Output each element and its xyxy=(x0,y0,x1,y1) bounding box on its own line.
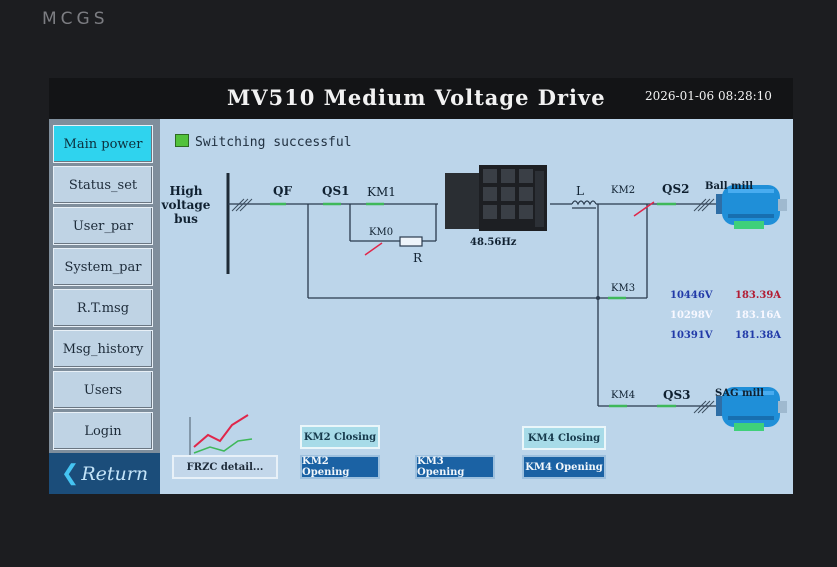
voltage-phase-3: 10391V xyxy=(670,330,713,341)
return-button[interactable]: ❮ Return xyxy=(49,453,160,494)
bezel-brand: MCGS xyxy=(42,9,109,29)
title-bar: MV510 Medium Voltage Drive 2026-01-06 08… xyxy=(49,78,793,119)
km4-label: KM4 xyxy=(611,390,636,401)
nav-users[interactable]: Users xyxy=(53,371,153,409)
bus-label-line-3: bus xyxy=(174,212,198,226)
datetime-display: 2026-01-06 08:28:10 xyxy=(645,89,772,103)
ball-mill-label: Ball mill xyxy=(705,181,753,192)
nav-user-par[interactable]: User_par xyxy=(53,207,153,245)
status-text: Switching successful xyxy=(195,135,352,150)
frzc-detail-button[interactable]: FRZC detail... xyxy=(172,455,278,479)
return-label: Return xyxy=(81,462,149,485)
km3-label: KM3 xyxy=(611,283,636,294)
status-message: Switching successful xyxy=(175,134,352,150)
km1-label: KM1 xyxy=(367,185,396,199)
km2-label: KM2 xyxy=(611,185,636,196)
reactor-label: L xyxy=(576,184,584,198)
qs2-label: QS2 xyxy=(662,182,690,196)
bus-label-line-1: High xyxy=(169,184,203,198)
km2-opening-button[interactable]: KM2 Opening xyxy=(300,455,380,479)
sag-mill-motor-icon xyxy=(716,387,787,431)
nav-rt-msg[interactable]: R.T.msg xyxy=(53,289,153,327)
current-phase-3: 181.38A xyxy=(735,330,782,341)
current-phase-2: 183.16A xyxy=(735,310,782,321)
current-phase-1: 183.39A xyxy=(735,290,782,301)
resistor-label: R xyxy=(413,251,423,265)
qs3-label: QS3 xyxy=(663,388,691,402)
chart-icon xyxy=(189,414,254,457)
voltage-phase-2: 10298V xyxy=(670,310,713,321)
inverter-cabinet-icon xyxy=(445,165,547,231)
km3-opening-button[interactable]: KM3 Opening xyxy=(415,455,495,479)
hmi-screen: MV510 Medium Voltage Drive 2026-01-06 08… xyxy=(49,78,793,494)
return-arrow-icon: ❮ xyxy=(60,461,80,486)
nav-msg-history[interactable]: Msg_history xyxy=(53,330,153,368)
sag-mill-label: SAG mill xyxy=(715,388,764,399)
nav-main-power[interactable]: Main power xyxy=(53,125,153,163)
voltage-phase-1: 10446V xyxy=(670,290,713,301)
ball-mill-motor-icon xyxy=(716,185,787,229)
frequency-readout: 48.56Hz xyxy=(470,237,517,248)
status-led-icon xyxy=(175,134,189,147)
nav-status-set[interactable]: Status_set xyxy=(53,166,153,204)
bus-label: High voltage bus xyxy=(161,184,211,226)
sidebar: Main power Status_set User_par System_pa… xyxy=(49,119,160,494)
km2-closing-button[interactable]: KM2 Closing xyxy=(300,425,380,449)
single-line-diagram xyxy=(189,165,787,457)
nav-system-par[interactable]: System_par xyxy=(53,248,153,286)
page-title: MV510 Medium Voltage Drive xyxy=(227,85,606,110)
bus-label-line-2: voltage xyxy=(161,198,211,212)
qs1-label: QS1 xyxy=(322,184,350,198)
reactor-icon xyxy=(571,200,597,209)
nav-login[interactable]: Login xyxy=(53,412,153,450)
qf-label: QF xyxy=(273,184,292,198)
km4-opening-button[interactable]: KM4 Opening xyxy=(522,455,606,479)
km0-label: KM0 xyxy=(369,227,394,238)
km4-closing-button[interactable]: KM4 Closing xyxy=(522,426,606,450)
